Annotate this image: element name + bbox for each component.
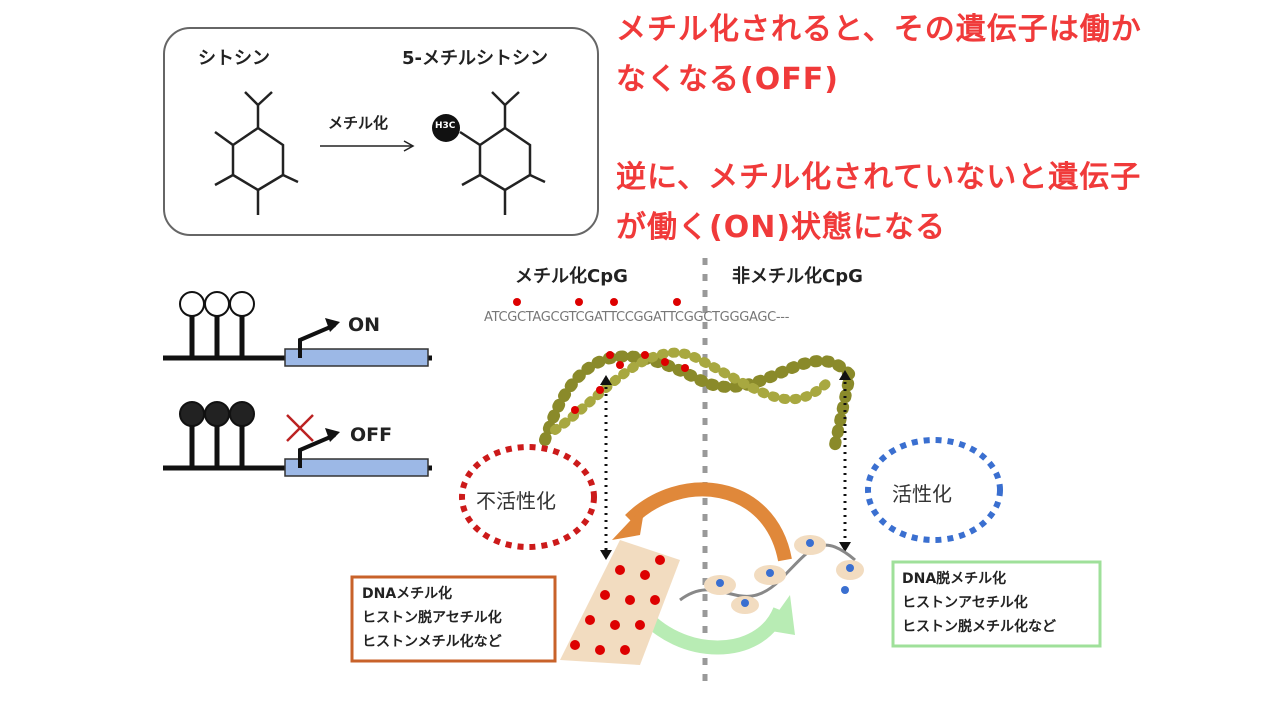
inactivation-item: ヒストン脱アセチル化 bbox=[362, 610, 502, 626]
annotation-line-3: 逆に、メチル化されていないと遺伝子 bbox=[616, 160, 1142, 195]
activation-label: 活性化 bbox=[892, 482, 952, 506]
inactivation-item: ヒストンメチル化など bbox=[362, 634, 502, 650]
annotation-line-4: が働く(ON)状態になる bbox=[616, 210, 947, 245]
inactivation-label: 不活性化 bbox=[476, 489, 556, 513]
cytosine-structure bbox=[214, 91, 299, 215]
inactivation-arrow bbox=[625, 482, 792, 562]
activation-item: DNA脱メチル化 bbox=[902, 571, 1007, 587]
chemistry-box bbox=[163, 27, 599, 236]
active-state-ring bbox=[865, 437, 1003, 543]
inactive-state-ring bbox=[459, 444, 597, 550]
annotation-line-2: なくなる(OFF) bbox=[616, 62, 839, 97]
gene-off-diagram bbox=[163, 401, 432, 477]
gene-on-diagram bbox=[163, 291, 432, 367]
inactivation-list: DNAメチル化 ヒストン脱アセチル化 ヒストンメチル化など bbox=[362, 582, 502, 654]
off-label: OFF bbox=[350, 424, 393, 446]
dna-sequence: ATCGCTAGCGTCGATTCCGGATTCGGCTGGGAGC--- bbox=[484, 310, 790, 325]
condensed-chromatin bbox=[560, 540, 680, 665]
cytosine-title: シトシン bbox=[198, 48, 270, 69]
dna-helix bbox=[539, 347, 857, 451]
activation-list: DNA脱メチル化 ヒストンアセチル化 ヒストン脱メチル化など bbox=[902, 567, 1056, 639]
methyl-group-icon bbox=[432, 114, 460, 142]
activation-box bbox=[891, 560, 1102, 648]
activation-item: ヒストンアセチル化 bbox=[902, 595, 1028, 611]
methylation-arrow-label: メチル化 bbox=[328, 114, 389, 132]
methyl-group-label: H3C bbox=[435, 121, 456, 131]
annotation-line-1: メチル化されると、その遺伝子は働か bbox=[616, 12, 1142, 47]
activation-item: ヒストン脱メチル化など bbox=[902, 619, 1056, 635]
methylated-cpg-label: メチル化CpG bbox=[515, 266, 628, 287]
blocked-x-icon bbox=[286, 414, 314, 442]
inactivation-item: DNAメチル化 bbox=[362, 586, 453, 602]
on-label: ON bbox=[348, 314, 381, 336]
activation-arrow bbox=[634, 605, 787, 655]
unmethylated-cpg-label: 非メチル化CpG bbox=[732, 266, 863, 287]
open-chromatin bbox=[679, 535, 864, 614]
methylcytosine-structure bbox=[459, 91, 546, 215]
link-lines bbox=[604, 375, 847, 555]
inactivation-box bbox=[350, 575, 557, 663]
methylation-dots bbox=[513, 298, 681, 306]
methylcytosine-title: 5-メチルシトシン bbox=[402, 48, 548, 69]
